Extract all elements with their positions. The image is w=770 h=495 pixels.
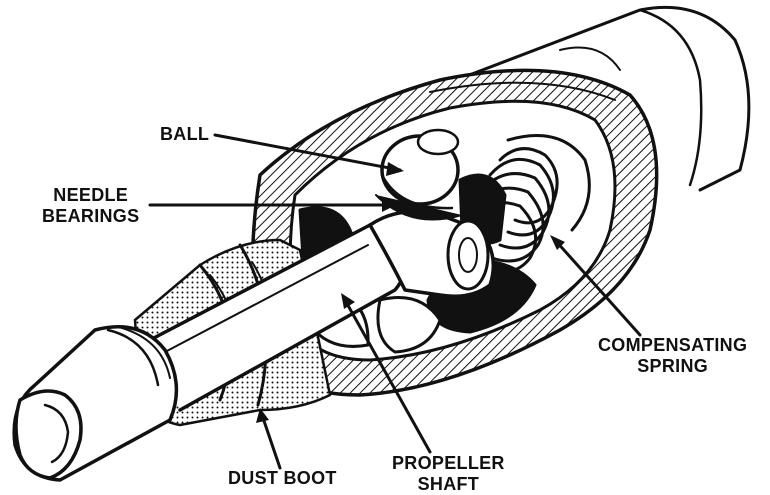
stub-shaft	[12, 325, 179, 482]
leader-propeller-shaft	[343, 298, 432, 454]
label-propeller-shaft-line-1: PROPELLER	[392, 453, 505, 473]
label-compensating-spring: COMPENSATING SPRING	[598, 335, 747, 377]
label-dust-boot: DUST BOOT	[228, 468, 337, 489]
label-dust-boot-text: DUST BOOT	[228, 468, 337, 488]
label-needle-bearings-line-1: NEEDLE	[53, 185, 129, 205]
label-needle-bearings: NEEDLE BEARINGS	[42, 185, 139, 227]
compensating-spring	[464, 134, 591, 274]
label-ball: BALL	[160, 124, 209, 145]
label-propeller-shaft-line-2: SHAFT	[417, 474, 480, 494]
leader-dust-boot	[260, 413, 282, 470]
label-needle-bearings-line-2: BEARINGS	[42, 206, 140, 226]
leader-lines	[148, 133, 642, 470]
label-compensating-spring-line-2: SPRING	[637, 356, 709, 376]
label-ball-text: BALL	[160, 124, 210, 144]
label-propeller-shaft: PROPELLER SHAFT	[392, 453, 505, 495]
label-compensating-spring-line-1: COMPENSATING	[598, 335, 748, 355]
leader-compensating-spring	[553, 238, 642, 337]
leader-ball	[213, 133, 402, 172]
